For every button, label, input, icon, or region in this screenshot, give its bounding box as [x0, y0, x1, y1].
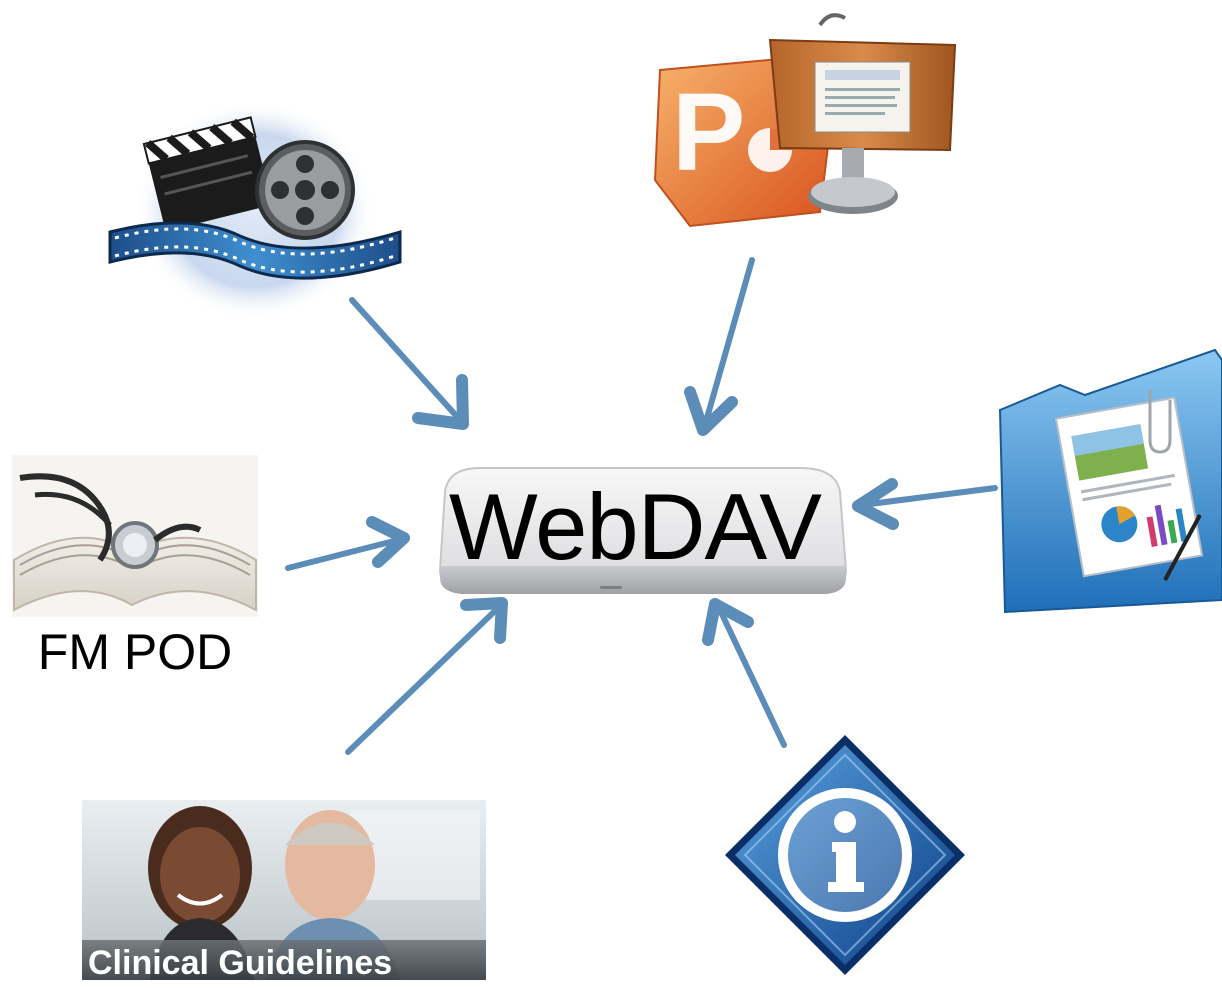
document-folder-icon [998, 348, 1222, 614]
stethoscope-book-icon [12, 455, 258, 617]
svg-text:P: P [672, 71, 745, 194]
info-icon [725, 735, 965, 975]
fm-pod-label: FM POD [37, 624, 233, 680]
arrow-from-video [349, 297, 469, 430]
arrows [285, 257, 998, 755]
arrow-from-presentations [684, 257, 755, 436]
mac-mini-server-icon [438, 467, 848, 594]
arrow-from-clinical-guidelines [345, 597, 508, 755]
clinical-guidelines-photo: Clinical Guidelines [82, 800, 486, 982]
powerpoint-keynote-icon: P [653, 13, 957, 228]
arrow-from-fm-pod [285, 516, 410, 571]
arrow-from-documents [852, 478, 998, 530]
arrow-from-info [702, 598, 787, 748]
webdav-label: WebDAV [449, 474, 822, 579]
film-clapperboard-icon [108, 100, 402, 320]
clinical-guidelines-caption: Clinical Guidelines [88, 944, 392, 982]
